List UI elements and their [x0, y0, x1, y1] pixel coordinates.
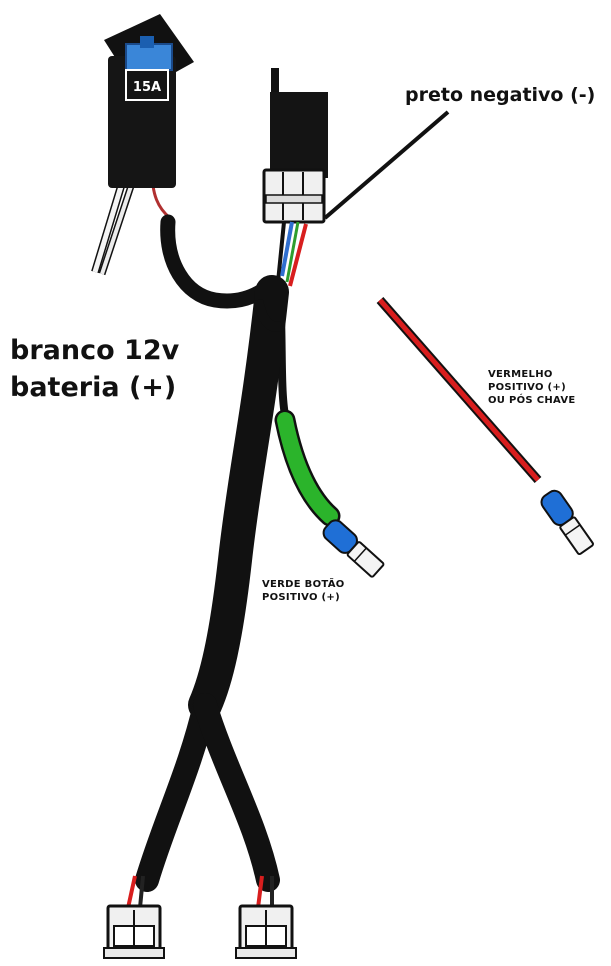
green-wire-terminal: [322, 519, 385, 578]
plug-left: [103, 904, 165, 959]
label-branco-bateria: branco 12v bateria (+): [10, 335, 180, 403]
green-wire-branch: [274, 289, 385, 578]
red-wire-terminal: [540, 489, 594, 556]
label-verde-botao: VERDE BOTÃO POSITIVO (+): [262, 579, 345, 603]
label-preto-negativo: preto negativo (-): [405, 84, 596, 106]
fuse-rating: 15A: [133, 80, 161, 95]
fuse-cable: [160, 214, 278, 309]
relay-module: [262, 68, 328, 224]
preto-leader-line: [323, 110, 450, 220]
fuse-blade: [125, 43, 173, 71]
fuse-white-wires: [91, 169, 171, 276]
fuse-label-box: [125, 69, 169, 101]
relay-wires: [276, 221, 308, 287]
red-wire: [376, 297, 594, 556]
fuse-holder: 15A: [104, 14, 194, 188]
main-trunk: [188, 275, 289, 722]
label-vermelho-positivo: VERMELHO POSITIVO (+) OU PÓS CHAVE: [488, 369, 576, 406]
plug-right: [235, 904, 297, 959]
split-branches: [126, 693, 280, 909]
